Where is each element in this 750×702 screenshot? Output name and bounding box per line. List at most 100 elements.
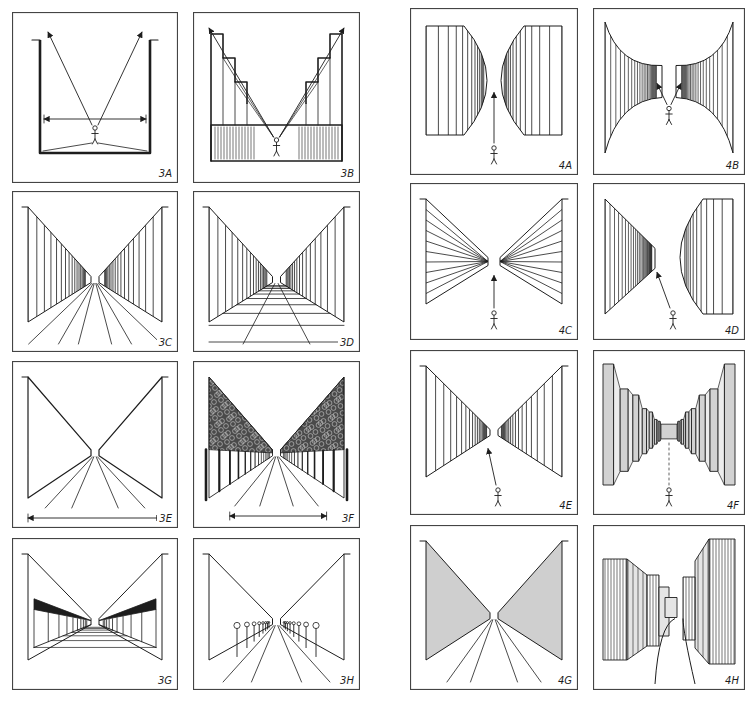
canopy-post: [86, 621, 87, 627]
leaf-mark: [309, 395, 314, 400]
frame-tick: [162, 377, 168, 378]
hatch-group: [286, 191, 344, 352]
facade-hatch: [653, 525, 654, 690]
wall-hatch: [306, 191, 307, 352]
leaf-mark: [211, 409, 216, 414]
sketch-panel: [593, 183, 745, 340]
wall-hatch: [232, 191, 233, 352]
facade-hatch: [598, 525, 599, 690]
facade-hatch: [740, 525, 741, 690]
facade-hatch: [620, 525, 621, 690]
wall-plane: [209, 554, 273, 660]
wall-hatch: [505, 350, 506, 515]
panel-frame: [194, 13, 360, 183]
leaf-mark: [302, 392, 307, 397]
facade-hatch: [644, 525, 645, 690]
facade-hatch: [659, 525, 660, 690]
road-edge: [655, 619, 675, 685]
floor-line: [470, 620, 492, 682]
facade-hatch: [599, 525, 600, 690]
lamp-post: [259, 625, 260, 637]
canopy-post: [117, 618, 118, 632]
wall-hatch: [622, 183, 623, 340]
frame-tick: [420, 541, 426, 542]
step-edge: [318, 82, 319, 125]
wall-hatch: [253, 191, 254, 352]
wall-hatch: [286, 191, 287, 352]
facade-hatch: [614, 525, 615, 690]
wall-hatch: [115, 191, 116, 352]
wall-hatch: [733, 183, 734, 340]
facade-hatch: [653, 525, 654, 690]
person-leg: [494, 324, 497, 329]
wall-hatch: [637, 183, 638, 340]
wall-hatch: [515, 350, 516, 515]
lamp-post: [262, 624, 263, 633]
frame-tick: [562, 541, 568, 542]
leaf-mark: [223, 373, 228, 378]
facade-hatch: [738, 525, 739, 690]
wall-hatch: [703, 8, 704, 175]
leaf-mark: [233, 399, 238, 404]
person-arms: [495, 495, 501, 496]
leaf-mark: [280, 441, 285, 446]
facade-hatch: [593, 525, 594, 690]
person-arms: [666, 495, 672, 496]
leaf-mark: [239, 381, 244, 386]
wall-hatch: [162, 191, 163, 352]
hatch-group: [593, 525, 743, 690]
step-edge: [247, 104, 248, 125]
leaf-mark: [253, 373, 258, 378]
leaf-mark: [251, 375, 256, 380]
road-edge: [683, 619, 695, 685]
facade-hatch: [629, 525, 630, 690]
hatch-group: [593, 525, 743, 690]
wall-hatch: [631, 8, 632, 175]
lamp-post: [293, 625, 294, 637]
tree-trunk: [307, 451, 308, 473]
tree-trunk: [250, 452, 251, 471]
facade-hatch: [603, 525, 604, 690]
floor-line: [496, 620, 541, 682]
box-hatch: [332, 127, 333, 159]
facade-hatch: [608, 525, 609, 690]
tree-trunk: [261, 452, 262, 463]
wall-plane: [28, 377, 91, 498]
wall-hatch: [302, 191, 303, 352]
leaf-mark: [338, 434, 343, 439]
facade-hatch: [728, 525, 729, 690]
leaf-mark: [322, 405, 327, 410]
block-front: [678, 421, 680, 441]
canopy-post: [77, 619, 78, 630]
tree-trunk: [322, 451, 324, 484]
leaf-mark: [278, 374, 283, 379]
frame-tick: [22, 377, 28, 378]
leaf-mark: [285, 407, 290, 412]
floor-line: [29, 284, 92, 344]
leaf-mark: [253, 403, 258, 408]
panel-frame: [594, 184, 745, 340]
leaf-mark: [284, 386, 289, 391]
person-arms: [273, 145, 279, 146]
wall-hatch: [635, 183, 636, 340]
person-leg: [491, 159, 494, 164]
facade-hatch: [638, 525, 639, 690]
hatch-group: [605, 8, 656, 175]
leaf-mark: [254, 424, 259, 429]
facade-hatch: [618, 525, 619, 690]
leaf-mark: [289, 382, 294, 387]
person-head: [492, 311, 496, 315]
block-front: [681, 419, 683, 444]
tree-trunk: [238, 451, 240, 478]
stepped-wall: [306, 34, 342, 104]
facade-hatch: [599, 525, 600, 690]
leaf-mark: [294, 373, 299, 378]
tree-trunk: [229, 451, 231, 484]
dimension-tick: [326, 512, 327, 520]
lamp-head: [252, 622, 256, 626]
leaf-mark: [224, 424, 229, 429]
sketch-panel: [593, 525, 745, 690]
leaf-mark: [277, 418, 282, 423]
facade-hatch: [707, 525, 708, 690]
leaf-mark: [326, 440, 331, 445]
